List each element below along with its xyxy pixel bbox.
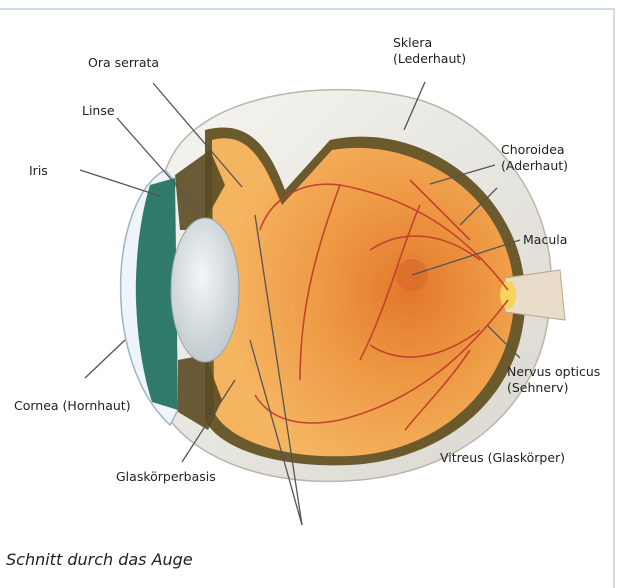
label-vitreus: Vitreus (Glaskörper) xyxy=(440,450,565,466)
label-linse: Linse xyxy=(82,103,115,119)
label-nervus-line1: Nervus opticus xyxy=(507,364,600,380)
label-nervus-line2: (Sehnerv) xyxy=(507,380,600,396)
label-choroidea: Choroidea (Aderhaut) xyxy=(501,142,568,174)
label-macula: Macula xyxy=(523,232,567,248)
label-sklera: Sklera (Lederhaut) xyxy=(393,35,466,67)
label-cornea: Cornea (Hornhaut) xyxy=(14,398,131,414)
label-choroidea-line2: (Aderhaut) xyxy=(501,158,568,174)
label-sklera-line2: (Lederhaut) xyxy=(393,51,466,67)
lens xyxy=(171,218,239,362)
optic-disc xyxy=(500,281,516,309)
label-nervus-opticus: Nervus opticus (Sehnerv) xyxy=(507,364,600,396)
label-iris: Iris xyxy=(29,163,48,179)
caption: Schnitt durch das Auge xyxy=(6,550,193,569)
label-sklera-line1: Sklera xyxy=(393,35,466,51)
label-choroidea-line1: Choroidea xyxy=(501,142,568,158)
label-glaskoerperbasis: Glaskörperbasis xyxy=(116,469,216,485)
label-ora-serrata: Ora serrata xyxy=(88,55,159,71)
